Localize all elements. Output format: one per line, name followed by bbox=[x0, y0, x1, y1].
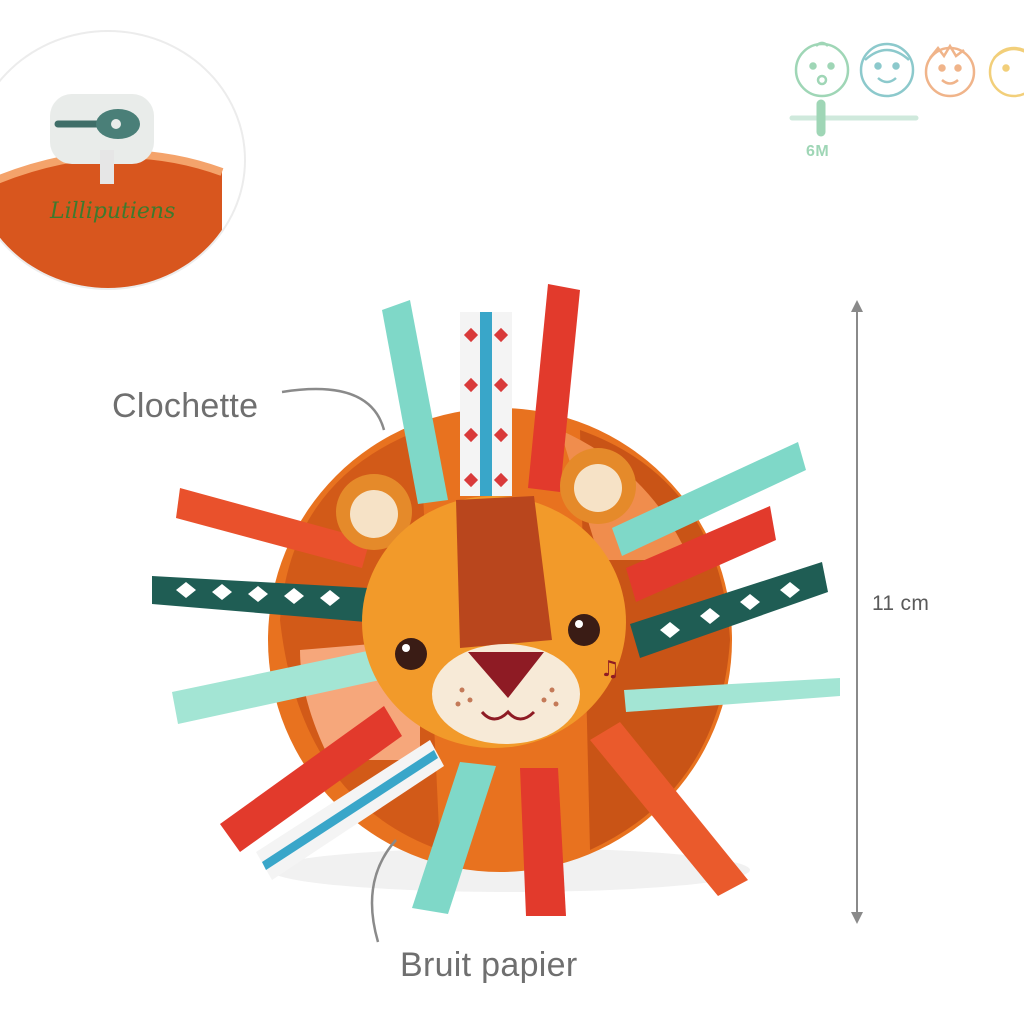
baby-face-icon bbox=[794, 41, 850, 98]
orange-fabric bbox=[0, 154, 222, 288]
brand-embroidery: Lilliputiens bbox=[49, 199, 175, 224]
clochette-callout-line bbox=[281, 387, 386, 431]
child-face-icon bbox=[924, 43, 976, 98]
inset-detail-circle: Lilliputiens bbox=[0, 30, 246, 290]
height-dimension-arrow bbox=[851, 300, 863, 924]
music-note-icon: ♫ bbox=[600, 657, 620, 682]
age-marker-label: 6M bbox=[806, 143, 830, 160]
inset-detail-illustration: Lilliputiens bbox=[0, 94, 224, 288]
height-label: 11 cm bbox=[872, 592, 930, 615]
guitar-icon bbox=[54, 109, 140, 139]
ribbons bbox=[152, 284, 840, 916]
bruit-callout-line bbox=[370, 839, 397, 943]
lion-face: ♫ bbox=[336, 448, 636, 748]
toddler-face-icon bbox=[859, 42, 915, 98]
clochette-label: Clochette bbox=[112, 387, 259, 425]
bruit-papier-label: Bruit papier bbox=[400, 946, 578, 984]
kid-face-icon bbox=[988, 46, 1024, 98]
